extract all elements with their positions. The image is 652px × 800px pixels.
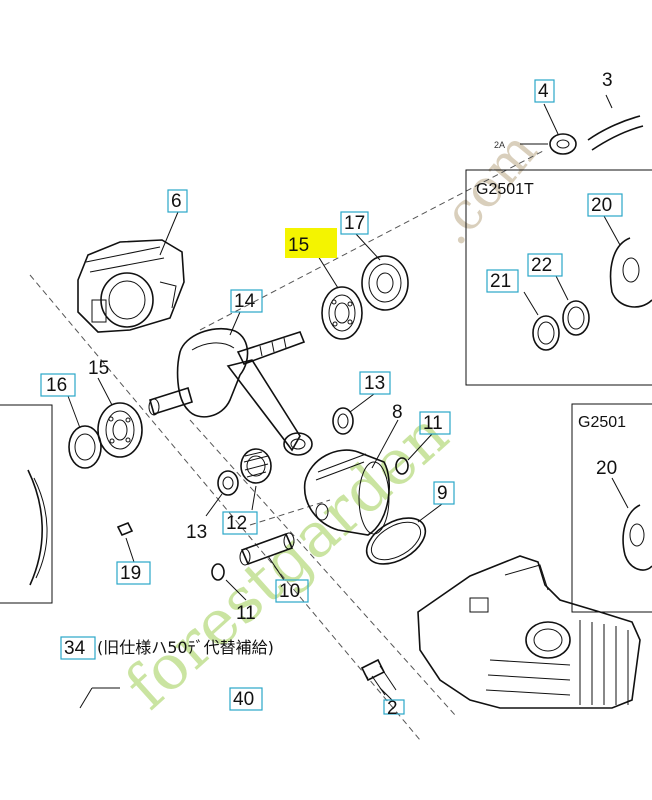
label-11-lower: 11: [236, 603, 256, 624]
label-22: 22: [531, 255, 552, 276]
label-40: 40: [233, 689, 254, 710]
label-20-box1: 20: [591, 195, 612, 216]
label-15-lower: 15: [88, 358, 109, 379]
inset-box-g2501: G2501: [571, 403, 652, 613]
part-11-clip-lower: [211, 563, 225, 581]
label-frames: [40, 79, 623, 715]
label-3: 3: [602, 70, 613, 91]
part-10-piston-pin: [239, 532, 295, 566]
part-21-ring: [532, 315, 560, 351]
part-2-screw: [360, 658, 397, 696]
part-16-seal: [68, 425, 102, 469]
label-17: 17: [344, 213, 365, 234]
left-partial-box: [0, 404, 53, 604]
part-9-ring: [365, 517, 427, 565]
label-9: 9: [437, 483, 448, 504]
part-6-crankcase: [77, 239, 185, 333]
assembly-lines: [29, 149, 546, 741]
watermark-brand: forestgarden: [111, 397, 462, 723]
label-10: 10: [279, 581, 300, 602]
label-11-upper: 11: [423, 413, 443, 434]
label-13-lower: 13: [186, 522, 207, 543]
part-20-housing: [609, 237, 652, 308]
part-13-washer-upper: [332, 407, 354, 435]
inset-box-title: G2501: [578, 414, 626, 431]
label-8: 8: [392, 402, 403, 423]
label-34-note: (旧仕様ハ50ﾃﾞ代替補給): [97, 638, 274, 657]
label-14: 14: [234, 291, 256, 312]
label-13-upper: 13: [364, 373, 385, 394]
label-15-highlighted: 15: [288, 235, 309, 256]
part-11-clip-upper: [395, 457, 409, 475]
part-13-washer-lower: [217, 470, 239, 496]
part-14-crankshaft: [148, 328, 313, 456]
part-labels: 15 6 17 14 16 15 13 8 11 9 13 12 19 10 1…: [46, 70, 617, 719]
part-15-bearing-lower: [97, 402, 143, 458]
part-15-bearing-upper: [321, 286, 363, 340]
label-4: 4: [538, 81, 549, 102]
inset-box-title: G2501T: [476, 181, 534, 198]
label-16: 16: [46, 375, 67, 396]
label-12: 12: [226, 513, 247, 534]
part-4-grommet: [520, 133, 577, 155]
label-34: 34: [64, 638, 86, 659]
part-22-ring: [562, 300, 590, 336]
label-19: 19: [120, 563, 141, 584]
part-3-tube: [587, 94, 644, 151]
label-2a: 2A: [494, 140, 505, 150]
part-12-needle-bearing: [240, 448, 272, 484]
label-2: 2: [387, 698, 398, 719]
inset-box-g2501t: G2501T: [465, 169, 652, 386]
label-20-box2: 20: [596, 458, 617, 479]
label-6: 6: [171, 191, 182, 212]
part-19-key: [116, 521, 134, 537]
cylinder-block: [417, 555, 641, 709]
part-20-housing: [622, 504, 652, 571]
label-21: 21: [490, 271, 511, 292]
highlight-part-15: [285, 228, 337, 258]
part-17-seal: [361, 255, 409, 311]
leader-lines: [67, 103, 629, 701]
part-34-bracket: [79, 687, 120, 709]
